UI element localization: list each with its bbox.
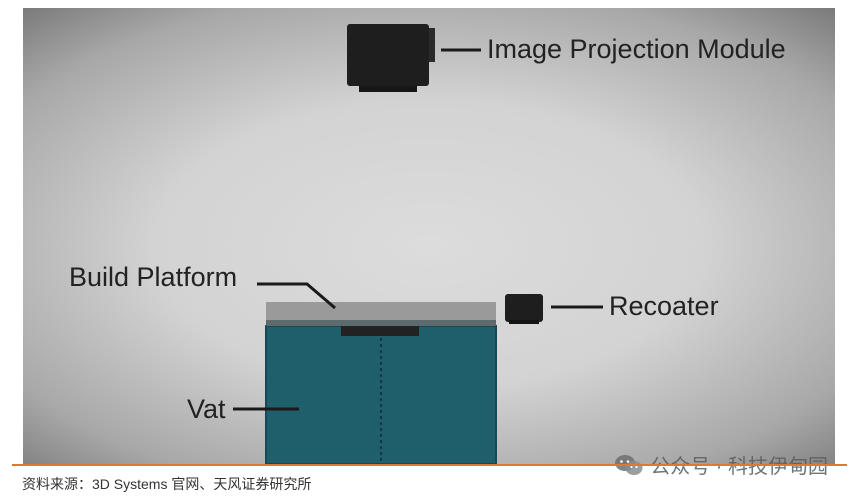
diagram-canvas	[233, 24, 603, 464]
leader-build-platform	[257, 282, 336, 310]
source-caption: 资料来源：3D Systems 官网、天风证券研究所	[22, 476, 312, 492]
build-platform	[266, 302, 496, 336]
label-vat: Vat	[187, 394, 226, 424]
recoater	[505, 294, 543, 324]
sla-printer-diagram: Image Projection Module Build Platform R…	[23, 8, 835, 464]
label-image-projection-module: Image Projection Module	[487, 34, 786, 64]
image-projection-module	[347, 24, 435, 92]
label-build-platform: Build Platform	[69, 262, 238, 292]
footer-rule	[12, 464, 847, 466]
watermark-text: 公众号 · 科技伊甸园	[650, 456, 828, 478]
label-recoater: Recoater	[609, 291, 719, 321]
vat	[265, 325, 497, 464]
